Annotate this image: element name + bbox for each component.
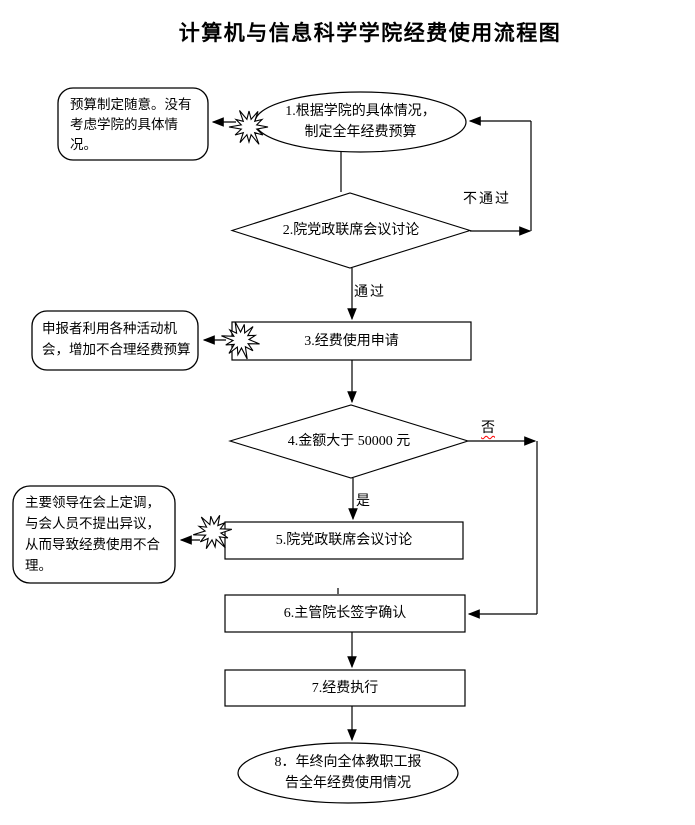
- meeting-risk-callout-text: 主要领导在会上定调， 与会人员不提出异议， 从而导致经费使用不合 理。: [25, 495, 160, 573]
- edge-label-fail: 不通过: [463, 192, 511, 207]
- review1-diamond-label: 2.院党政联席会议讨论: [282, 223, 420, 238]
- report-ellipse: [237, 742, 459, 804]
- review2-box: [224, 521, 464, 560]
- edge-label-pass: 通过: [354, 285, 386, 300]
- budget-risk-callout-bubble: [57, 87, 209, 161]
- meeting-risk-callout-bubble: [12, 485, 176, 584]
- apply-box-label: 3.经费使用申请: [304, 333, 399, 349]
- report-ellipse-label: 8．年终向全体教职工报 告全年经费使用情况: [274, 755, 422, 791]
- apply-risk-callout-bubble: [31, 310, 199, 371]
- sign-box-label: 6.主管院长签字确认: [283, 606, 407, 621]
- apply-risk-callout-text: 申报者利用各种活动机 会，增加不合理经费预算: [42, 321, 191, 357]
- execute-box-label: 7.经费执行: [311, 680, 379, 696]
- amount-check-diamond-label: 4.金额大于 50000 元: [287, 434, 411, 449]
- start-ellipse-label: 1.根据学院的具体情况， 制定全年经费预算: [285, 104, 436, 140]
- review2-box-label: 5.院党政联席会议讨论: [275, 533, 413, 548]
- budget-risk-callout-text: 预算制定随意。没有 考虑学院的具体情 况。: [70, 97, 192, 152]
- execute-box: [224, 669, 466, 707]
- sign-box: [224, 594, 466, 633]
- edge-label-no: 否: [481, 421, 495, 436]
- page-title: 计算机与信息科学学院经费使用流程图: [178, 21, 562, 45]
- edge-label-yes: 是: [356, 494, 370, 509]
